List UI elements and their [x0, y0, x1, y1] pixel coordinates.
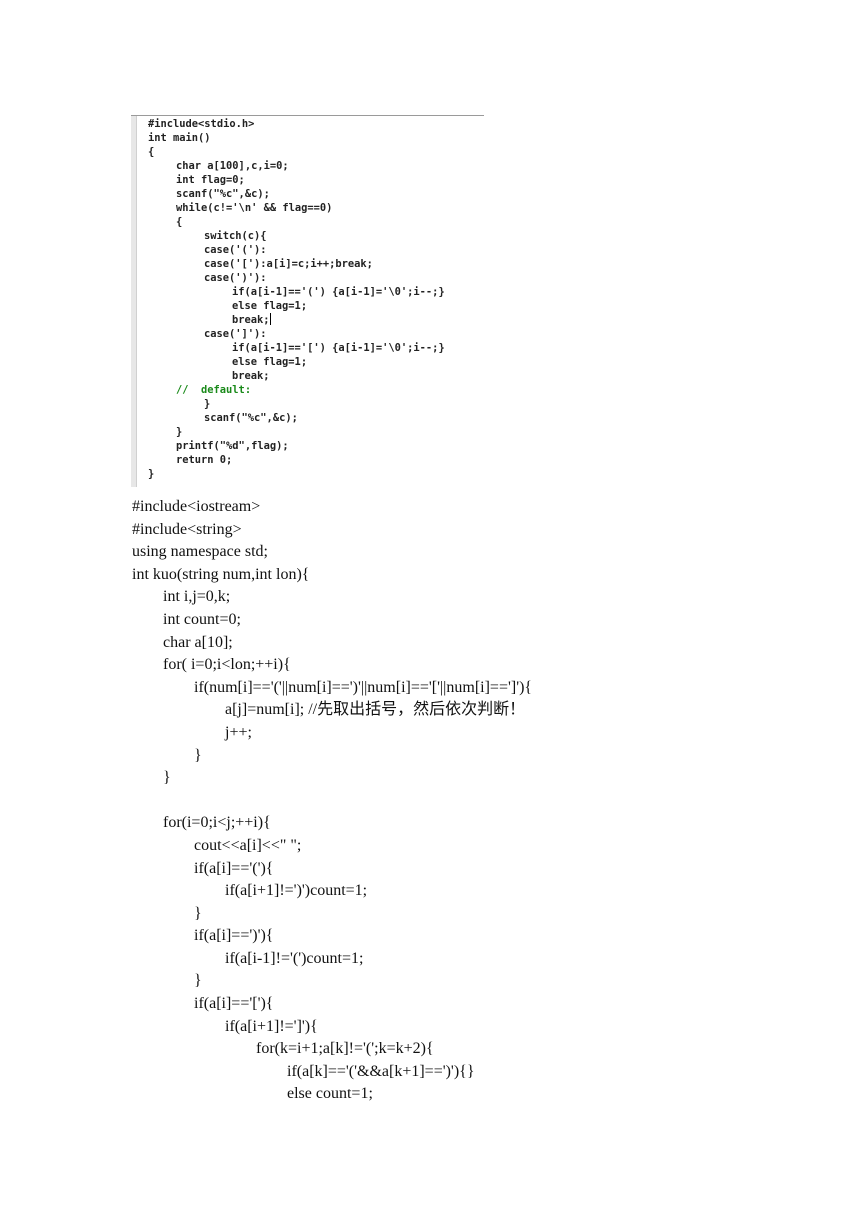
ide-code-line: if(a[i-1]=='[') {a[i-1]='\0';i--;}: [232, 342, 445, 354]
code-line: char a[10];: [163, 633, 233, 651]
document-code-listing: #include<iostream> #include<string> using …: [132, 496, 532, 1106]
ide-code-line: int flag=0;: [176, 174, 245, 186]
code-line: j++;: [225, 723, 252, 741]
ide-code-line: while(c!='\n' && flag==0): [176, 202, 333, 214]
ide-code-line: case(']'):: [204, 328, 267, 340]
ide-code-line: // default:: [176, 384, 252, 396]
ide-code-line: if(a[i-1]=='(') {a[i-1]='\0';i--;}: [232, 286, 445, 298]
ide-code-line: int main(): [148, 132, 211, 144]
code-line: }: [163, 769, 171, 787]
ide-code-line: else flag=1;: [232, 300, 308, 312]
ide-code-line: scanf("%c",&c);: [204, 412, 298, 424]
code-line: int i,j=0,k;: [163, 588, 231, 606]
code-line: using namespace std;: [132, 543, 268, 561]
code-line: if(a[i]=='('){: [194, 859, 274, 877]
ide-code-line: case(')'):: [204, 272, 267, 284]
code-line: if(a[k]=='('&&a[k+1]==')'){}: [287, 1062, 475, 1080]
ide-code-line: break;: [232, 313, 271, 326]
code-line: }: [194, 972, 202, 990]
ide-code-line: switch(c){: [204, 230, 267, 242]
code-line: for( i=0;i<lon;++i){: [163, 656, 291, 674]
ide-code-line: #include<stdio.h>: [148, 118, 255, 130]
code-line: }: [194, 746, 202, 764]
code-line: if(a[i+1]!=')')count=1;: [225, 882, 368, 900]
code-line: int count=0;: [163, 610, 241, 628]
ide-code-line: return 0;: [176, 454, 233, 466]
ide-code-line: char a[100],c,i=0;: [176, 160, 289, 172]
ide-code-line: case('('):: [204, 244, 267, 256]
code-line: a[j]=num[i]; //先取出括号，然后依次判断！: [225, 701, 526, 719]
ide-code-line: {: [148, 146, 155, 158]
ide-code-line: }: [148, 468, 155, 480]
ide-code-line: }: [204, 398, 211, 410]
text-cursor: [269, 313, 271, 325]
code-line: if(a[i]=='['){: [194, 995, 274, 1013]
code-line: int kuo(string num,int lon){: [132, 565, 310, 583]
ide-code-line: }: [176, 426, 183, 438]
code-line: if(a[i+1]!=']'){: [225, 1017, 318, 1035]
code-line: cout<<a[i]<<" ";: [194, 836, 302, 854]
ide-code-line: else flag=1;: [232, 356, 308, 368]
ide-code-line: scanf("%c",&c);: [176, 188, 270, 200]
code-line: if(num[i]=='('||num[i]==')'||num[i]=='['…: [194, 678, 533, 696]
code-line: for(k=i+1;a[k]!='(';k=k+2){: [256, 1040, 434, 1058]
code-line: for(i=0;i<j;++i){: [163, 814, 271, 832]
code-line: #include<iostream>: [132, 498, 261, 515]
code-line: [132, 790, 532, 813]
ide-code-line: case('['):a[i]=c;i++;break;: [204, 258, 373, 270]
ide-code-block: #include<stdio.h> int main() { char a[100],…: [148, 117, 445, 481]
ide-code-line: {: [176, 216, 183, 228]
ide-code-line: break;: [232, 370, 270, 382]
code-line: if(a[i-1]!='(')count=1;: [225, 949, 364, 967]
ide-code-screenshot: #include<stdio.h> int main() { char a[100],…: [131, 115, 484, 487]
code-line: #include<string>: [132, 520, 242, 538]
code-line: if(a[i]==')'){: [194, 927, 274, 945]
code-line: else count=1;: [287, 1085, 373, 1103]
editor-gutter: [131, 116, 137, 487]
code-line: }: [194, 904, 202, 922]
ide-code-line: printf("%d",flag);: [176, 440, 289, 452]
